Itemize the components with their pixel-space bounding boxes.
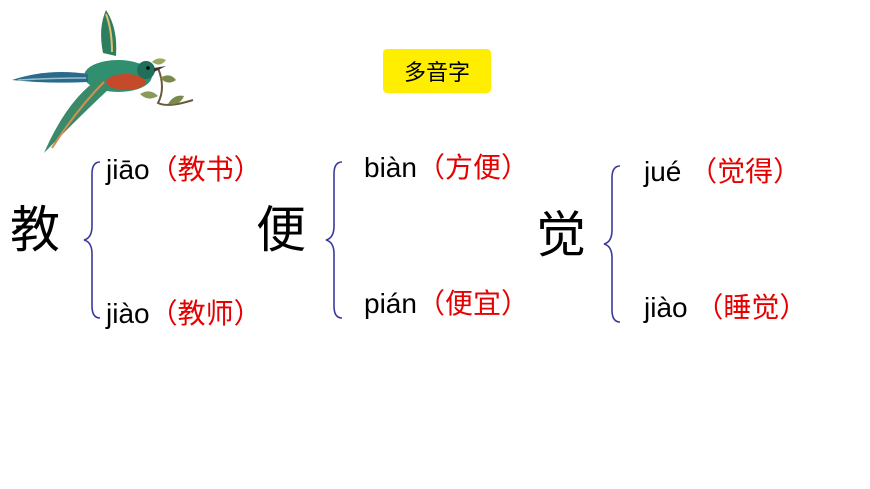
- pinyin: jiāo: [106, 154, 150, 185]
- pinyin: jiào: [644, 292, 688, 323]
- reading-jue-1: jué （觉得）: [644, 158, 801, 186]
- pinyin: jiào: [106, 298, 150, 329]
- pinyin: jué: [644, 156, 682, 187]
- character-jiao: 教: [10, 201, 60, 259]
- example-word: （觉得）: [689, 155, 802, 188]
- example-word: （睡觉）: [695, 291, 808, 324]
- pinyin: pián: [364, 288, 417, 319]
- example-word: （方便）: [416, 151, 529, 184]
- reading-jue-2: jiào （睡觉）: [644, 294, 807, 322]
- example-word: （教书）: [149, 153, 262, 186]
- character-bian: 便: [256, 201, 306, 259]
- character-jue: 觉: [536, 206, 586, 264]
- pinyin: biàn: [364, 152, 417, 183]
- bird-icon: [12, 10, 194, 153]
- title-badge: 多音字: [383, 49, 491, 93]
- reading-bian-2: pián（便宜）: [364, 290, 529, 318]
- brace-icon: [325, 161, 343, 319]
- example-word: （教师）: [149, 297, 262, 330]
- reading-jiao-2: jiào（教师）: [106, 300, 262, 328]
- reading-jiao-1: jiāo（教书）: [106, 156, 262, 184]
- brace-icon: [83, 161, 101, 319]
- brace-icon: [603, 165, 621, 323]
- example-word: （便宜）: [416, 287, 529, 320]
- reading-bian-1: biàn（方便）: [364, 154, 529, 182]
